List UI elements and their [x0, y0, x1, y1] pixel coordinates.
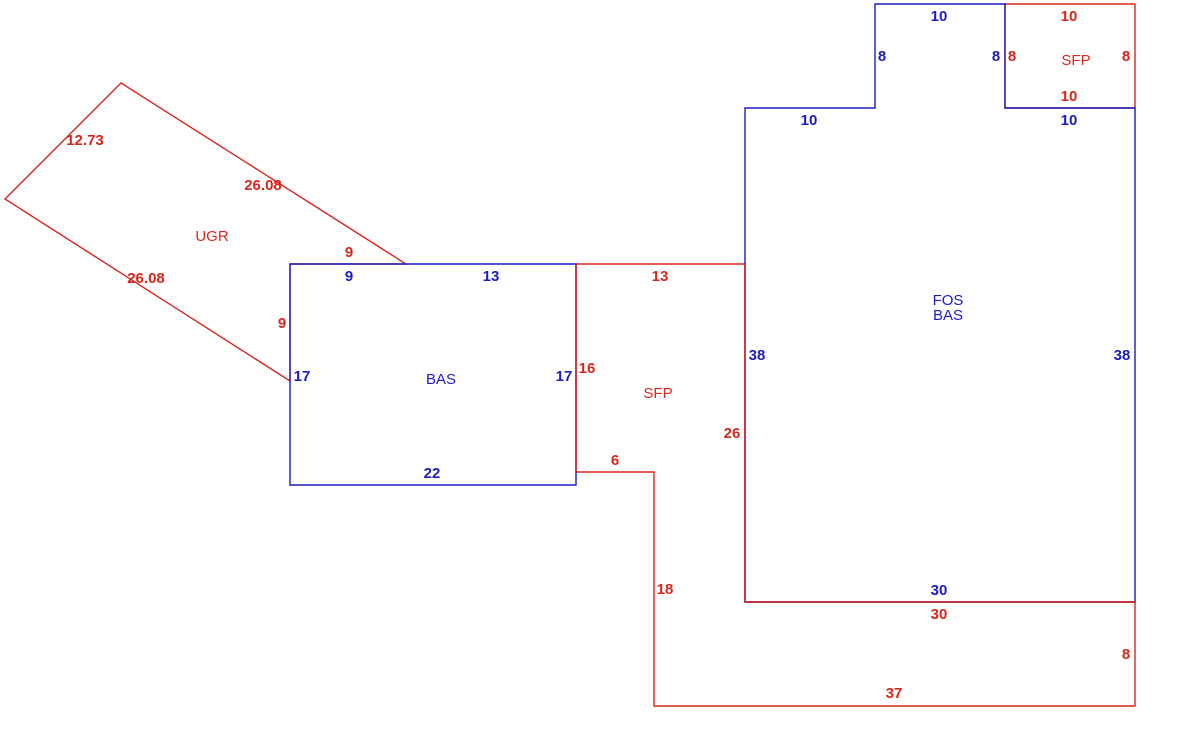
dim-label: 13: [483, 268, 500, 285]
dim-label: 10: [1061, 88, 1078, 105]
dim-label: 38: [749, 347, 766, 364]
sfp-top-area-label: SFP: [1061, 52, 1090, 69]
bas-left-outline: [289, 263, 577, 486]
fos-area-label: FOS: [933, 292, 964, 309]
dim-label: 8: [1008, 48, 1016, 65]
dim-label: 9: [345, 244, 353, 261]
dim-label: 17: [556, 368, 573, 385]
dim-label: 26: [724, 425, 741, 442]
dim-label: 10: [931, 8, 948, 25]
dim-label: 30: [931, 606, 948, 623]
dim-label: 17: [294, 368, 311, 385]
dim-label: 9: [345, 268, 353, 285]
bas-left-area-label: BAS: [426, 371, 456, 388]
sfp-lower-outline: [575, 263, 1136, 707]
dim-label: 8: [992, 48, 1000, 65]
sfp-middle-area-label: SFP: [643, 385, 672, 402]
dim-label: 18: [657, 581, 674, 598]
dim-label: 22: [424, 465, 441, 482]
bas-right-area-label: BAS: [933, 307, 963, 324]
dim-label: 16: [579, 360, 596, 377]
dim-label: 8: [878, 48, 886, 65]
dim-label: 8: [1122, 48, 1130, 65]
dim-label: 13: [652, 268, 669, 285]
dim-label: 10: [1061, 112, 1078, 129]
dim-label: 8: [1122, 646, 1130, 663]
dim-label: 26.08: [127, 270, 165, 287]
dim-label: 9: [278, 315, 286, 332]
dim-label: 30: [931, 582, 948, 599]
dim-label: 26.08: [244, 177, 282, 194]
ugr-area-label: UGR: [195, 228, 229, 245]
dim-label: 37: [886, 685, 903, 702]
dim-label: 6: [611, 452, 619, 469]
dim-label: 10: [1061, 8, 1078, 25]
dim-label: 12.73: [66, 132, 104, 149]
dim-label: 38: [1114, 347, 1131, 364]
dim-label: 10: [801, 112, 818, 129]
